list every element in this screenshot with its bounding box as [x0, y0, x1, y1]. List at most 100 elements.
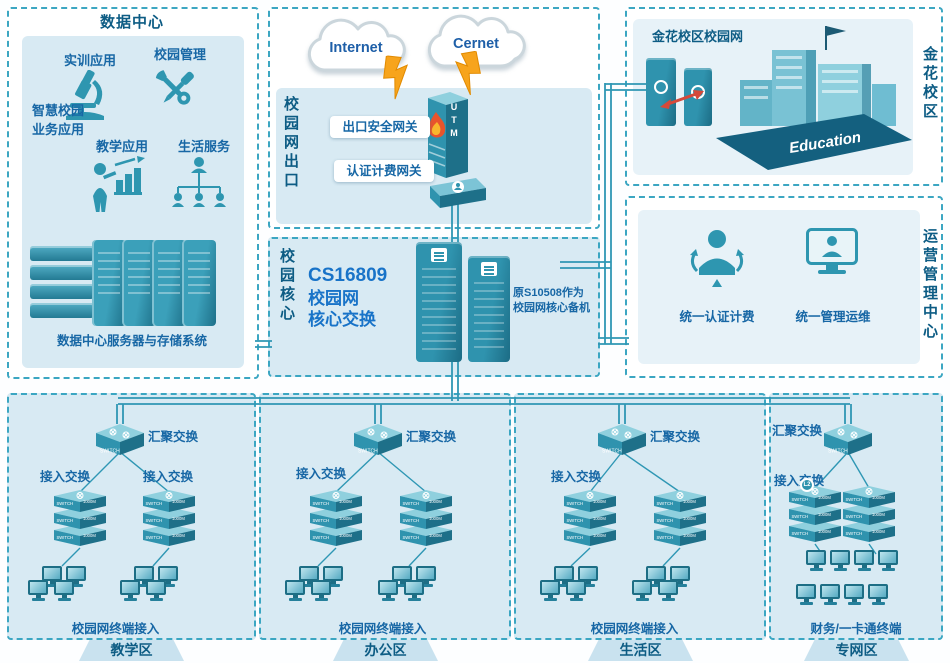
security-gateway-label: 出口安全网关 — [330, 116, 430, 138]
speed-text: 1000M — [593, 516, 606, 521]
switch-text: SWITCH — [313, 501, 330, 506]
terminal-monitor-icon — [646, 566, 666, 587]
aggregation-switch: SWITCH — [96, 424, 144, 456]
switch-text: SWITCH — [846, 514, 863, 519]
terminal-monitor-icon — [54, 580, 74, 601]
core-heading-line3: 核心交换 — [308, 310, 376, 329]
jinhua-network-label: 金花校区校园网 — [652, 29, 744, 44]
access-switch-stack: SWITCH 1000M SWITCH 1000M SWITCH 1000M — [54, 490, 106, 548]
switch-text: SWITCH — [57, 535, 74, 540]
terminal-monitor-icon — [323, 566, 343, 587]
switch-text: SWITCH — [146, 535, 163, 540]
vendor-logo — [481, 262, 497, 276]
terminal-monitor-icon — [540, 580, 560, 601]
microscope-icon — [66, 70, 104, 120]
speed-text: 1000M — [83, 516, 96, 521]
smart-campus-line2: 业务应用 — [32, 122, 85, 137]
server-tower — [92, 240, 126, 326]
terminal-monitor-icon — [868, 584, 888, 605]
terminal-monitor-icon — [854, 550, 874, 571]
access-switch-label: 接入交换 — [40, 470, 91, 484]
unified-auth-icon — [690, 230, 744, 287]
core-switch-backup — [468, 256, 510, 362]
access-switch-stack-icon: SWITCH 1000M SWITCH 1000M SWITCH 1000M — [654, 490, 706, 546]
switch-text: SWITCH — [846, 497, 863, 502]
switch-text: SWITCH — [313, 535, 330, 540]
speed-text: 1000M — [683, 516, 696, 521]
switch-text: SWITCH — [57, 518, 74, 523]
terminal-cluster — [378, 566, 472, 608]
speed-text: 1000M — [83, 499, 96, 504]
speed-text: 1000M — [683, 499, 696, 504]
switch-text: SWITCH — [602, 449, 622, 455]
terminal-monitor-icon — [392, 566, 412, 587]
backup-note: 原S10508作为 校园网核心备机 — [513, 286, 590, 317]
backup-note-line2: 校园网核心备机 — [513, 302, 590, 315]
access-switch-stack: SWITCH 1000M SWITCH 1000M SWITCH 1000M — [143, 490, 195, 548]
rack-vents — [474, 282, 504, 352]
terminal-monitor-icon — [378, 580, 398, 601]
agg-switch-label: 汇聚交换 — [148, 430, 199, 444]
switch-text: SWITCH — [567, 535, 584, 540]
speed-text: 1000M — [172, 499, 185, 504]
access-switch-label: 接入交换 — [774, 474, 825, 488]
terminal-monitor-icon — [878, 550, 898, 571]
switch-text: SWITCH — [358, 449, 378, 455]
life-service-label: 生活服务 — [178, 139, 231, 154]
access-switch-stack-icon: SWITCH 1000M SWITCH 1000M SWITCH 1000M — [310, 490, 362, 546]
switch-text: SWITCH — [792, 497, 809, 502]
terminal-monitor-icon — [66, 566, 86, 587]
speed-text: 1000M — [872, 495, 885, 500]
terminal-cluster — [632, 566, 726, 608]
training-app-label: 实训应用 — [64, 53, 117, 68]
aggregation-switch: SWITCH — [824, 424, 872, 456]
org-tree-icon — [172, 157, 226, 207]
speed-text: 1000M — [429, 533, 442, 538]
terminal-monitor-icon — [632, 580, 652, 601]
cernet-cloud-icon: Cernet — [420, 12, 532, 78]
terminal-monitor-icon — [158, 566, 178, 587]
switch-text: SWITCH — [792, 531, 809, 536]
rack-vents — [422, 268, 456, 352]
terminal-cluster — [540, 566, 634, 608]
switch-text: SWITCH — [846, 531, 863, 536]
terminal-monitor-icon — [554, 566, 574, 587]
switch-text: SWITCH — [146, 501, 163, 506]
speed-text: 1000M — [172, 516, 185, 521]
core-side-title: 校园核心 — [278, 248, 295, 324]
cernet-cloud-label: Cernet — [453, 36, 499, 52]
terminal-monitor-icon — [416, 566, 436, 587]
zone-tab-office: 办公区 — [333, 640, 438, 661]
storage-disk — [30, 284, 94, 299]
aggregation-switch: SWITCH — [598, 424, 646, 456]
internet-cloud-icon: Internet — [300, 16, 412, 82]
terminal-monitor-icon — [311, 580, 331, 601]
datacenter-title: 数据中心 — [100, 14, 165, 31]
speed-text: 1000M — [872, 512, 885, 517]
switch-text: SWITCH — [57, 501, 74, 506]
terminal-monitor-icon — [820, 584, 840, 605]
jinhua-side-title: 金花校区 — [921, 46, 938, 122]
switch-text: SWITCH — [657, 501, 674, 506]
speed-text: 1000M — [172, 533, 185, 538]
exit-side-title: 校园网出口 — [282, 96, 299, 191]
terminal-monitor-icon — [28, 580, 48, 601]
switch-text: SWITCH — [146, 518, 163, 523]
terminal-monitor-icon — [120, 580, 140, 601]
zone-tab-teaching: 教学区 — [79, 640, 184, 661]
agg-switch-label: 汇聚交换 — [406, 430, 457, 444]
switch-text: SWITCH — [403, 518, 420, 523]
unified-auth-label: 统一认证计费 — [679, 310, 755, 324]
core-heading-line2: 校园网 — [308, 288, 359, 308]
agg-switch-label: 汇聚交换 — [650, 430, 701, 444]
billing-gateway-label: 认证计费网关 — [334, 160, 434, 182]
storage-stack-icon — [30, 246, 94, 322]
storage-disk — [30, 246, 94, 261]
teaching-chart-icon — [93, 156, 145, 212]
transfer-arrow-icon — [660, 90, 704, 109]
terminal-monitor-icon — [806, 550, 826, 571]
server-tower — [182, 240, 216, 326]
switch-text: SWITCH — [403, 535, 420, 540]
server-tower — [122, 240, 156, 326]
